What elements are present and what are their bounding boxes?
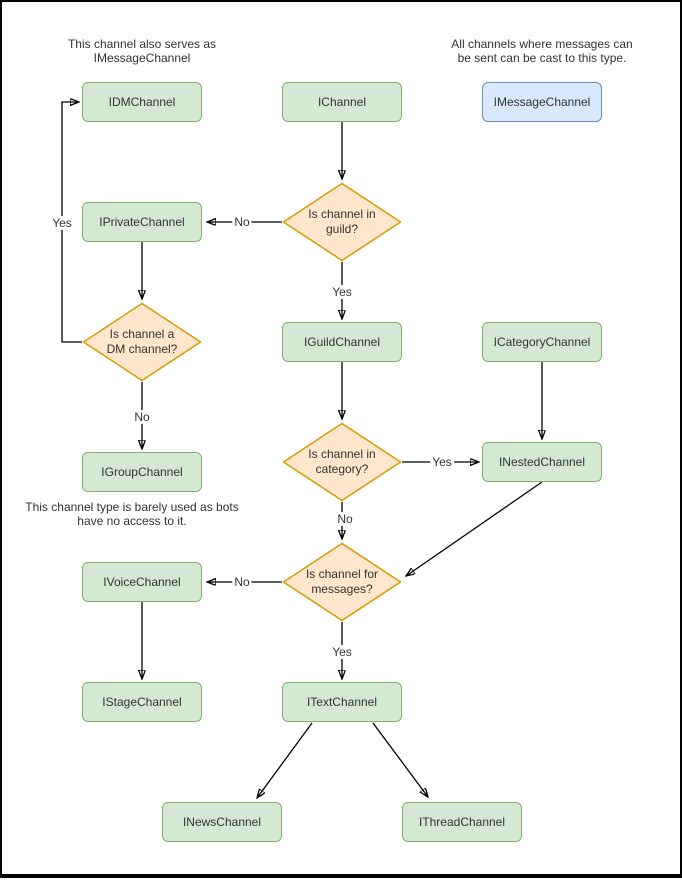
decision-is-channel-in-category: Is channel in category?	[282, 422, 402, 502]
decision-is-channel-a-dm: Is channel a DM channel?	[82, 302, 202, 382]
node-ichannel: IChannel	[282, 82, 402, 122]
node-label: ICategoryChannel	[493, 335, 591, 349]
node-label: IThreadChannel	[418, 815, 506, 829]
node-istagechannel: IStageChannel	[82, 682, 202, 722]
decision-label: Is channel for messages?	[305, 567, 379, 596]
node-label: IGuildChannel	[303, 335, 381, 349]
decision-is-channel-for-messages: Is channel for messages?	[282, 542, 402, 622]
node-inewschannel: INewsChannel	[162, 802, 282, 842]
diamond-shape	[282, 542, 402, 622]
decision-label: Is channel a DM channel?	[106, 327, 178, 356]
edge-inestedchannel-to-messages-decision	[406, 481, 543, 576]
node-igroupchannel: IGroupChannel	[82, 452, 202, 492]
edge-label-messages-yes: Yes	[330, 645, 354, 659]
edge-label-messages-no: No	[232, 575, 252, 589]
annotation-dm-note: This channel also serves as IMessageChan…	[67, 37, 217, 65]
decision-label: Is channel in category?	[308, 447, 376, 476]
edge-label-category-no: No	[335, 512, 355, 526]
node-icategorychannel: ICategoryChannel	[482, 322, 602, 362]
edge-label-guild-no: No	[232, 215, 252, 229]
node-label: INestedChannel	[498, 455, 586, 469]
annotation-group-note: This channel type is barely used as bots…	[25, 500, 239, 528]
decision-is-channel-in-guild: Is channel in guild?	[282, 182, 402, 262]
edge-label-category-yes: Yes	[430, 455, 454, 469]
edge-label-dm-yes: Yes	[50, 216, 74, 230]
node-label: IVoiceChannel	[103, 575, 181, 589]
edge-itextchannel-to-inewschannel	[257, 722, 313, 798]
node-iguildchannel: IGuildChannel	[282, 322, 402, 362]
node-inestedchannel: INestedChannel	[482, 442, 602, 482]
diamond-shape	[282, 422, 402, 502]
node-label: IStageChannel	[102, 695, 182, 709]
node-itextchannel: ITextChannel	[282, 682, 402, 722]
node-ivoicechannel: IVoiceChannel	[82, 562, 202, 602]
node-ithreadchannel: IThreadChannel	[402, 802, 522, 842]
edge-itextchannel-to-ithreadchannel	[372, 722, 428, 797]
node-label: ITextChannel	[306, 695, 378, 709]
node-iprivatechannel: IPrivateChannel	[82, 202, 202, 242]
node-idmchannel: IDMChannel	[82, 82, 202, 122]
diamond-shape	[282, 182, 402, 262]
node-label: IGroupChannel	[101, 465, 183, 479]
diamond-shape	[82, 302, 202, 382]
node-label: IMessageChannel	[493, 95, 591, 109]
node-label: IChannel	[317, 95, 367, 109]
decision-label: Is channel in guild?	[308, 207, 376, 236]
node-label: IPrivateChannel	[99, 215, 185, 229]
annotation-message-note: All channels where messages can be sent …	[451, 37, 633, 65]
node-label: IDMChannel	[108, 95, 176, 109]
edge-label-guild-yes: Yes	[330, 285, 354, 299]
edge-label-dm-no: No	[132, 410, 152, 424]
node-label: INewsChannel	[182, 815, 262, 829]
node-imessagechannel: IMessageChannel	[482, 82, 602, 122]
